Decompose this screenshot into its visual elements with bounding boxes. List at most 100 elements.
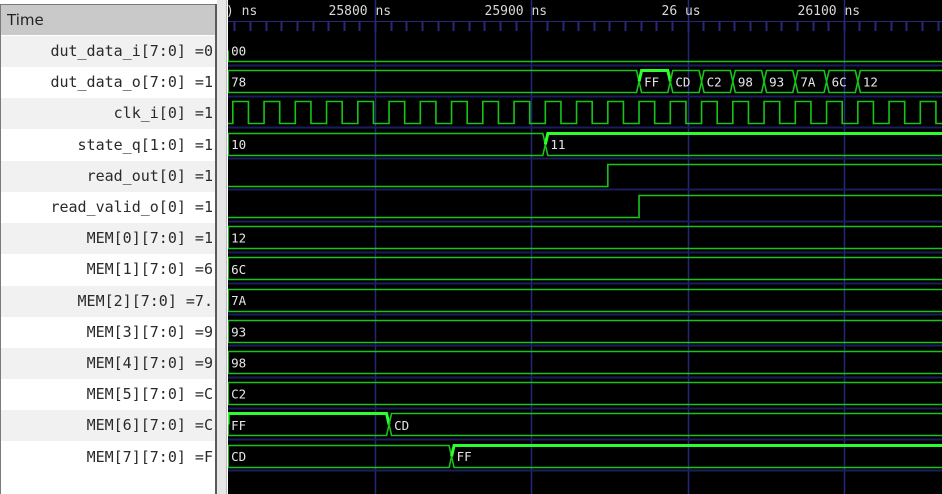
signal-row[interactable]: dut_data_o[7:0] =1 [1, 67, 216, 99]
bus-upper-edge [763, 69, 797, 82]
signal-value: =C [185, 416, 213, 435]
bus-lower-edge [228, 393, 942, 406]
bus-value: FF [644, 75, 659, 90]
bit-trace [228, 194, 942, 219]
signal-name: clk_i[0] [113, 104, 186, 123]
bus-value: 6C [231, 262, 246, 277]
signal-row[interactable]: read_out[0] =1 [1, 160, 216, 192]
signal-row[interactable]: read_valid_o[0] =1 [1, 192, 216, 223]
signal-name: MEM[6][7:0] [86, 416, 186, 435]
bus-upper-edge [637, 69, 672, 82]
bus-upper-edge [228, 350, 942, 363]
bus-upper-edge [228, 444, 453, 457]
signal-name: MEM[5][7:0] [86, 385, 186, 404]
signal-row[interactable]: MEM[6][7:0] =C [1, 410, 216, 442]
signal-name: MEM[4][7:0] [86, 354, 186, 372]
signal-row[interactable]: MEM[7][7:0] =F [1, 441, 216, 473]
bus-value: CD [675, 75, 690, 90]
bus-upper-edge [732, 69, 765, 82]
bus-lower-edge [228, 331, 942, 344]
bus-lower-edge [700, 81, 734, 94]
signal-value: =9 [185, 354, 213, 372]
bus-lower-edge [388, 424, 942, 437]
bus-upper-edge [825, 69, 859, 82]
time-label: 26100 ns [798, 4, 861, 19]
bus-lower-edge [228, 456, 453, 469]
time-label: 25800 ns [329, 4, 392, 19]
bus-value: 12 [863, 75, 878, 90]
bus-lower-edge [228, 50, 942, 63]
bus-upper-edge [857, 69, 942, 82]
bus-upper-edge [228, 256, 942, 269]
signal-name: MEM[7][7:0] [86, 447, 186, 466]
bus-upper-edge [228, 132, 547, 145]
bus-value: 98 [738, 75, 753, 90]
signal-value: =7. [176, 291, 213, 310]
bus-upper-edge [388, 412, 942, 425]
bus-value: C2 [707, 75, 722, 90]
bus-value: 12 [231, 231, 246, 246]
bus-lower-edge [669, 81, 703, 94]
bus-upper-edge [669, 69, 703, 82]
signal-name: MEM[0][7:0] [86, 229, 186, 248]
bus-value: CD [231, 449, 246, 464]
signal-row[interactable]: MEM[2][7:0] =7. [1, 285, 216, 317]
bus-value: FF [231, 418, 246, 433]
bus-lower-edge [228, 237, 942, 250]
bus-value: 10 [231, 137, 246, 152]
bus-upper-edge [228, 69, 640, 82]
bus-value: FF [457, 449, 472, 464]
signal-row[interactable]: MEM[5][7:0] =C [1, 379, 216, 411]
bus-lower-edge [544, 144, 942, 157]
bus-upper-edge [700, 69, 734, 82]
signal-value: =6 [185, 260, 213, 279]
bus-lower-edge [794, 81, 828, 94]
bus-value: 11 [550, 137, 565, 152]
bus-upper-edge [543, 132, 942, 145]
bus-value: CD [394, 418, 409, 433]
signal-value: =1 [185, 229, 213, 248]
clock-trace [228, 100, 942, 125]
bus-lower-edge [228, 424, 390, 437]
bus-upper-edge [450, 444, 942, 457]
bus-value: 93 [231, 324, 246, 339]
signal-row[interactable]: MEM[0][7:0] =1 [1, 223, 216, 255]
panel-border [215, 4, 217, 494]
bus-lower-edge [228, 362, 942, 375]
signal-row[interactable]: clk_i[0] =1 [1, 98, 216, 130]
signal-row[interactable]: MEM[3][7:0] =9 [1, 316, 216, 348]
bus-value: 78 [231, 75, 246, 90]
pane-splitter[interactable] [217, 0, 227, 494]
bus-lower-edge [638, 81, 672, 94]
signal-value: =1 [185, 198, 213, 216]
signal-value: =1 [185, 73, 213, 92]
bus-value: 93 [769, 75, 784, 90]
time-label: 26 us [662, 4, 701, 19]
signal-name: dut_data_i[7:0] [50, 42, 186, 60]
bus-lower-edge [857, 81, 942, 94]
bus-upper-edge [228, 381, 942, 394]
signal-name: state_q[1:0] [77, 135, 186, 154]
signal-name: read_valid_o[0] [50, 198, 186, 216]
bus-lower-edge [732, 81, 765, 94]
bus-upper-edge [228, 412, 391, 425]
time-label-clipped: ) ns [228, 4, 257, 19]
signal-row[interactable]: MEM[4][7:0] =9 [1, 348, 216, 379]
bus-value: C2 [231, 387, 246, 402]
bus-lower-edge [228, 144, 547, 157]
bus-value: 6C [832, 75, 847, 90]
bus-lower-edge [825, 81, 859, 94]
bit-trace [228, 163, 942, 188]
bus-lower-edge [228, 300, 942, 313]
signal-row[interactable]: state_q[1:0] =1 [1, 129, 216, 161]
bus-lower-edge [228, 268, 942, 281]
signal-row[interactable]: MEM[1][7:0] =6 [1, 254, 216, 286]
signal-row[interactable]: dut_data_i[7:0] =0 [1, 36, 216, 67]
bus-lower-edge [450, 456, 942, 469]
bus-upper-edge [228, 319, 942, 332]
bus-value: 00 [231, 44, 246, 59]
bus-upper-edge [794, 69, 828, 82]
